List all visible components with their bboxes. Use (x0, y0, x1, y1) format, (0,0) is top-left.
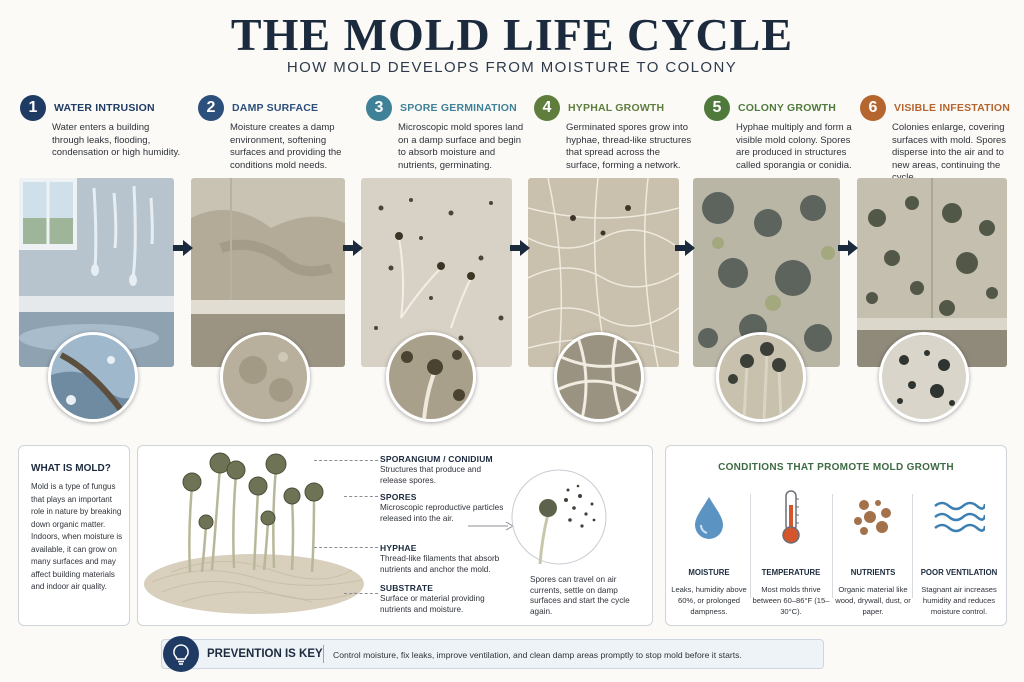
substrate-label: SUBSTRATE (380, 583, 434, 593)
condition-name: MOISTURE (688, 568, 730, 577)
hyphae-closeup-image (554, 332, 644, 422)
stage-description: Moisture creates a damp environment, sof… (230, 122, 342, 171)
prevention-banner (161, 639, 824, 669)
divider (912, 494, 913, 598)
stage-description: Hyphae multiply and form a visible mold … (736, 122, 852, 171)
stage-5: 5 COLONY GROWTH Hyphae multiply and form… (704, 95, 864, 180)
spores-label: SPORES (380, 492, 417, 502)
spores-text: Microscopic reproductive particles relea… (380, 503, 504, 523)
nutrient-particles-icon (854, 500, 891, 535)
hyphae-text: Thread-like filaments that absorb nutrie… (380, 554, 500, 574)
condition-moisture: MOISTURE Leaks, humidity above 60%, or p… (670, 486, 748, 617)
damp-surface-image (191, 178, 345, 367)
thermometer-icon (782, 490, 800, 544)
condition-text: Most molds thrive between 60–86°F (15–30… (752, 585, 830, 616)
infestation-closeup-image (879, 332, 969, 422)
arrow-right-icon (468, 521, 514, 531)
condition-text: Organic material like wood, drywall, dus… (835, 585, 911, 616)
air-waves-icon (934, 501, 985, 533)
stage-2: 2 DAMP SURFACE Moisture creates a damp e… (198, 95, 358, 180)
leader-line (344, 593, 378, 594)
divider (832, 494, 833, 598)
arrow-right-icon (838, 240, 858, 256)
mold-anatomy-illustration (144, 452, 364, 614)
sporangium-text: Structures that produce and release spor… (380, 465, 482, 485)
stage-1: 1 WATER INTRUSION Water enters a buildin… (20, 95, 180, 180)
what-is-mold-text: Mold is a type of fungus that plays an i… (31, 482, 123, 591)
condition-text: Stagnant air increases humidity and redu… (921, 585, 997, 616)
water-closeup-image (48, 332, 138, 422)
prevention-text: Control moisture, fix leaks, improve ven… (333, 650, 742, 660)
stage-description: Germinated spores grow into hyphae, thre… (566, 122, 692, 171)
stage-6: 6 VISIBLE INFESTATION Colonies enlarge, … (860, 95, 1020, 183)
stage-description: Microscopic mold spores land on a damp s… (398, 122, 524, 171)
germination-closeup-image (386, 332, 476, 422)
condition-poor-ventilation: POOR VENTILATION Stagnant air increases … (916, 486, 1002, 617)
spore-travel-note: Spores can travel on air currents, settl… (530, 575, 630, 616)
divider (323, 645, 324, 663)
stage-3: 3 SPORE GERMINATION Microscopic mold spo… (366, 95, 526, 180)
stage-name: SPORE GERMINATION (400, 102, 517, 114)
condition-name: NUTRIENTS (850, 568, 896, 577)
condition-nutrients: NUTRIENTS Organic material like wood, dr… (834, 486, 912, 617)
stage-name: COLONY GROWTH (738, 102, 837, 114)
conditions-title: CONDITIONS THAT PROMOTE MOLD GROWTH (718, 462, 954, 473)
water-drop-icon (695, 497, 723, 539)
condition-temperature: TEMPERATURE Most molds thrive between 60… (752, 486, 830, 617)
page-title: THE MOLD LIFE CYCLE (230, 9, 794, 60)
stage-name: VISIBLE INFESTATION (894, 102, 1010, 114)
condition-text: Leaks, humidity above 60%, or prolonged … (671, 585, 747, 616)
page-subtitle: HOW MOLD DEVELOPS FROM MOISTURE TO COLON… (286, 59, 738, 76)
hyphae-label: HYPHAE (380, 543, 417, 553)
water-intrusion-image (19, 178, 174, 367)
leader-line (314, 547, 378, 548)
leader-line (344, 496, 378, 497)
condition-name: POOR VENTILATION (920, 568, 998, 577)
mold-anatomy-panel: SPORANGIUM / CONIDIUM Structures that pr… (137, 445, 653, 626)
arrow-right-icon (343, 240, 363, 256)
leader-line (314, 460, 378, 461)
stage-name: HYPHAL GROWTH (568, 102, 665, 114)
stage-description: Colonies enlarge, covering surfaces with… (892, 122, 1007, 183)
stage-4: 4 HYPHAL GROWTH Germinated spores grow i… (534, 95, 694, 180)
stage-number: 2 (198, 95, 224, 121)
what-is-mold-title: WHAT IS MOLD? (31, 463, 111, 474)
stage-name: DAMP SURFACE (232, 102, 319, 114)
divider (750, 494, 751, 598)
visible-infestation-image (857, 178, 1007, 367)
conditions-panel: CONDITIONS THAT PROMOTE MOLD GROWTH MOIS… (665, 445, 1007, 626)
sporangium-label: SPORANGIUM / CONIDIUM (380, 454, 493, 464)
what-is-mold-panel: WHAT IS MOLD? Mold is a type of fungus t… (18, 445, 130, 626)
prevention-title: PREVENTION IS KEY (207, 648, 323, 660)
lightbulb-icon (163, 636, 199, 672)
stage-number: 4 (534, 95, 560, 121)
stage-number: 6 (860, 95, 886, 121)
stage-name: WATER INTRUSION (54, 102, 155, 114)
arrow-right-icon (173, 240, 193, 256)
stage-number: 5 (704, 95, 730, 121)
stage-number: 3 (366, 95, 392, 121)
condition-name: TEMPERATURE (761, 568, 821, 577)
arrow-right-icon (675, 240, 695, 256)
arrow-right-icon (510, 240, 530, 256)
colony-closeup-image (716, 332, 806, 422)
damp-closeup-image (220, 332, 310, 422)
spore-dispersal-icon (511, 469, 607, 565)
stage-description: Water enters a building through leaks, f… (52, 122, 181, 158)
substrate-text: Surface or material providing nutrients … (380, 594, 485, 614)
stage-number: 1 (20, 95, 46, 121)
